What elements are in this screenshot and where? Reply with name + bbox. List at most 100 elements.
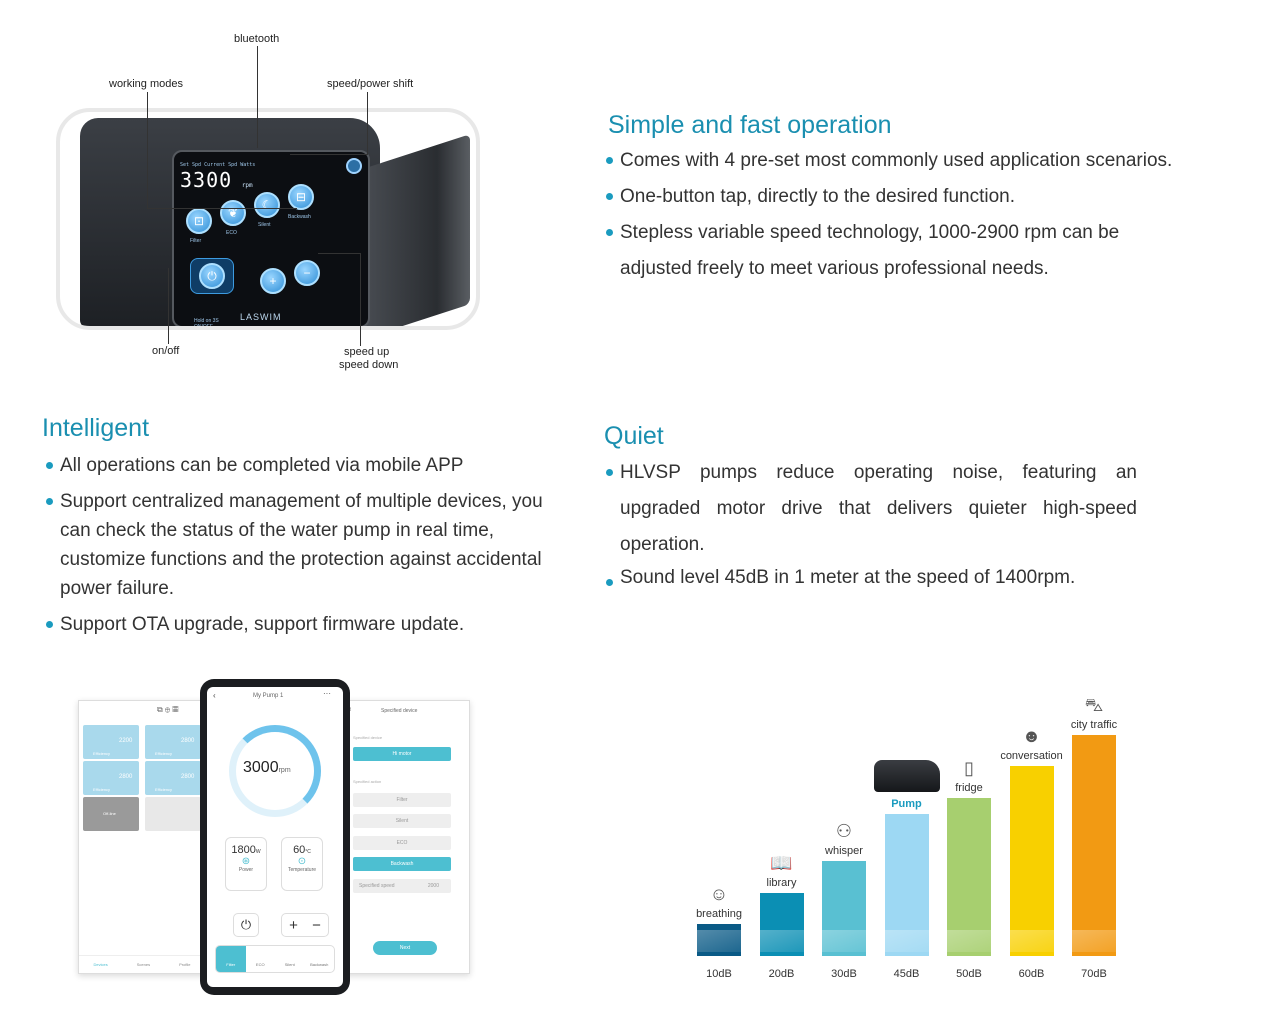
phone-power-button[interactable]: ⏻ bbox=[233, 913, 259, 937]
device-tile-offline[interactable]: Off-line bbox=[83, 797, 139, 831]
category-label-4: fridge bbox=[955, 782, 983, 794]
phone-screen: ‹ My Pump 1 ··· 3000rpm 1800W ⊛ Power 60… bbox=[207, 687, 343, 987]
bar-base-5 bbox=[1009, 930, 1054, 952]
intelligent-title: Intelligent bbox=[42, 414, 150, 442]
toolbar-icons: ⧉ ⊕ ▦ bbox=[157, 705, 179, 714]
speed-down-button[interactable]: − bbox=[294, 260, 320, 286]
action-silent[interactable]: Silent bbox=[353, 814, 451, 828]
power-icon: ⊛ bbox=[241, 856, 251, 867]
thermometer-icon: ⊙ bbox=[297, 856, 307, 867]
lcd-screen: Set Spd Current Spd Watts 3300 rpm bbox=[180, 162, 260, 192]
device-tile-empty[interactable] bbox=[145, 797, 201, 831]
phone-back-icon[interactable]: ‹ bbox=[213, 691, 216, 700]
tick-label-1: 20dB bbox=[768, 968, 795, 980]
tab-filter[interactable]: Filter bbox=[216, 946, 246, 972]
speed-up-button[interactable]: + bbox=[260, 268, 286, 294]
eco-label: ECO bbox=[226, 230, 237, 236]
tab-eco[interactable]: ECO bbox=[255, 962, 265, 967]
bottom-nav: Devices Scenes Profile bbox=[79, 955, 205, 973]
power-card: 1800W ⊛ Power bbox=[225, 837, 267, 891]
people-icon: ⚇ bbox=[835, 821, 853, 842]
quiet-bullet-1: HLVSP pumps reduce operating noise, feat… bbox=[604, 455, 1137, 563]
specified-device-screen: ‹ Specified device Specified device Hi m… bbox=[344, 700, 470, 974]
bar-fridge bbox=[947, 798, 991, 956]
tab-silent[interactable]: Silent bbox=[284, 962, 295, 967]
device-select[interactable]: Hi motor bbox=[353, 747, 451, 761]
nav-scenes[interactable]: Scenes bbox=[136, 962, 151, 967]
filter-mode-button[interactable]: ⊡ bbox=[186, 208, 212, 234]
eco-mode-button[interactable]: ❦ bbox=[220, 200, 246, 226]
bar-base-2 bbox=[822, 930, 866, 952]
more-icon[interactable]: ··· bbox=[323, 689, 331, 698]
control-display: Set Spd Current Spd Watts 3300 rpm ⊡ ❦ ☾… bbox=[172, 150, 370, 330]
speed-stepper[interactable]: +− bbox=[281, 913, 329, 937]
group-icon: ☻ bbox=[1022, 726, 1041, 747]
speed-readout: 3000rpm bbox=[243, 759, 291, 776]
bar-conversation bbox=[1009, 766, 1054, 956]
head-icon: ☺ bbox=[709, 884, 729, 905]
bar-base-6 bbox=[1072, 930, 1116, 952]
simple-bullet-2: One-button tap, directly to the desired … bbox=[604, 179, 1254, 215]
pump-icon bbox=[873, 759, 940, 792]
power-hint: Hold on 3S ON/OFF bbox=[194, 318, 219, 330]
plus-icon: + bbox=[289, 916, 298, 934]
minus-icon: − bbox=[312, 916, 321, 934]
category-label-3: Pump bbox=[891, 797, 922, 810]
category-label-5: conversation bbox=[1000, 750, 1063, 763]
intelligent-bullet-2: Support centralized management of multip… bbox=[44, 487, 544, 603]
action-backwash[interactable]: Backwash bbox=[353, 857, 451, 871]
quiet-title: Quiet bbox=[604, 422, 664, 450]
specified-title: Specified device bbox=[381, 708, 418, 714]
nav-devices[interactable]: Devices bbox=[93, 962, 108, 967]
category-label-1: library bbox=[766, 876, 797, 889]
category-label-6: city traffic bbox=[1070, 718, 1118, 731]
backwash-mode-button[interactable]: ⊟ bbox=[288, 184, 314, 210]
bar-base-1 bbox=[759, 930, 804, 952]
action-filter[interactable]: Filter bbox=[353, 793, 451, 807]
phone-title: My Pump 1 bbox=[253, 693, 284, 699]
callout-line-modes-h bbox=[147, 208, 297, 209]
callout-working-modes: working modes bbox=[109, 78, 183, 90]
bluetooth-icon bbox=[346, 158, 362, 174]
bar-breathing bbox=[697, 924, 741, 956]
quiet-bullet-2: Sound level 45dB in 1 meter at the speed… bbox=[604, 565, 1137, 591]
callout-line-onoff bbox=[168, 268, 169, 344]
tab-backwash[interactable]: Backwash bbox=[310, 962, 329, 967]
phone-mockup: ‹ My Pump 1 ··· 3000rpm 1800W ⊛ Power 60… bbox=[200, 679, 350, 995]
silent-mode-button[interactable]: ☾ bbox=[254, 192, 280, 218]
tick-label-4: 50dB bbox=[956, 968, 982, 980]
bar-base-0 bbox=[697, 930, 741, 952]
filter-label: Filter bbox=[190, 238, 202, 244]
callout-line-modes bbox=[147, 92, 148, 208]
power-button[interactable]: ⏻ bbox=[199, 263, 225, 289]
simple-bullet-3: Stepless variable speed technology, 1000… bbox=[604, 215, 1164, 287]
intelligent-bullets: All operations can be completed via mobi… bbox=[44, 451, 544, 646]
pump-side bbox=[360, 134, 470, 326]
fridge-icon: ▯ bbox=[964, 758, 974, 778]
simple-bullets: Comes with 4 pre-set most commonly used … bbox=[604, 143, 1254, 287]
callout-line-speed-h bbox=[318, 253, 360, 254]
callout-speed-up: speed up bbox=[344, 346, 390, 358]
action-eco[interactable]: ECO bbox=[353, 836, 451, 850]
back-icon[interactable]: ‹ bbox=[349, 706, 352, 713]
bar-library bbox=[759, 892, 804, 956]
category-label-2: whisper bbox=[825, 845, 863, 858]
control-panel-photo: Set Spd Current Spd Watts 3300 rpm ⊡ ❦ ☾… bbox=[56, 108, 480, 330]
category-label-0: breathing bbox=[696, 908, 742, 921]
callout-line-shift-h bbox=[290, 154, 368, 155]
callout-on-off: on/off bbox=[152, 345, 180, 357]
next-button[interactable]: Next bbox=[373, 941, 437, 955]
callout-speed-down: speed down bbox=[339, 359, 399, 371]
nav-profile[interactable]: Profile bbox=[179, 962, 191, 967]
bar-base-4 bbox=[947, 930, 991, 952]
lcd-header: Set Spd Current Spd Watts bbox=[180, 162, 256, 168]
silent-label: Silent bbox=[258, 222, 271, 228]
simple-title: Simple and fast operation bbox=[608, 111, 892, 139]
